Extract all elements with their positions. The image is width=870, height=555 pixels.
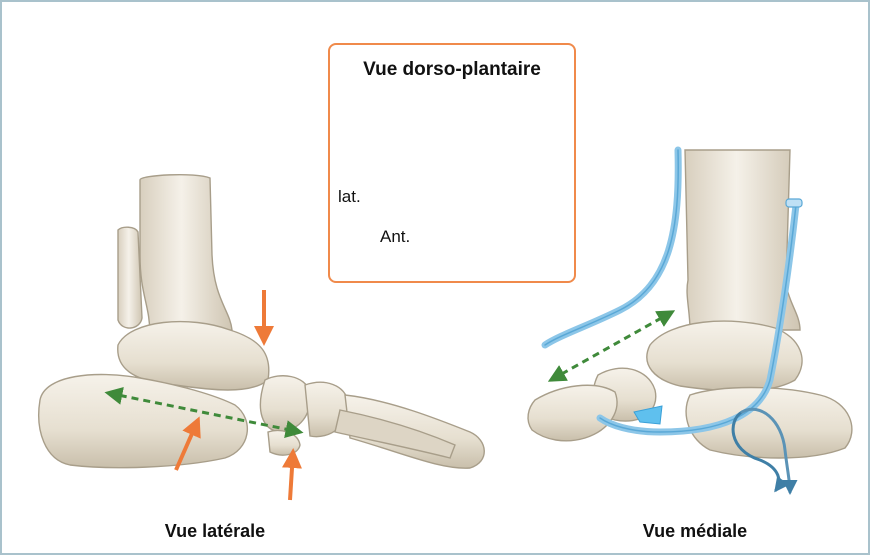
toe-bone xyxy=(268,431,300,456)
fibula-bone xyxy=(118,227,142,328)
lat-label: lat. xyxy=(338,187,361,207)
ant-label: Ant. xyxy=(380,227,410,247)
calcaneus-bone xyxy=(686,388,852,459)
caption-lateral: Vue latérale xyxy=(120,521,310,542)
inset-box: Vue dorso-plantaire xyxy=(328,43,576,283)
orange-force-arrow xyxy=(290,452,293,500)
tendon-end xyxy=(786,199,802,207)
tibia-bone xyxy=(140,175,232,335)
cuboid-bone xyxy=(260,376,310,432)
caption-medial: Vue médiale xyxy=(600,521,790,542)
medial-foot-illustration xyxy=(528,150,852,458)
metatarsal-bone xyxy=(528,385,617,441)
inset-title: Vue dorso-plantaire xyxy=(330,59,574,81)
